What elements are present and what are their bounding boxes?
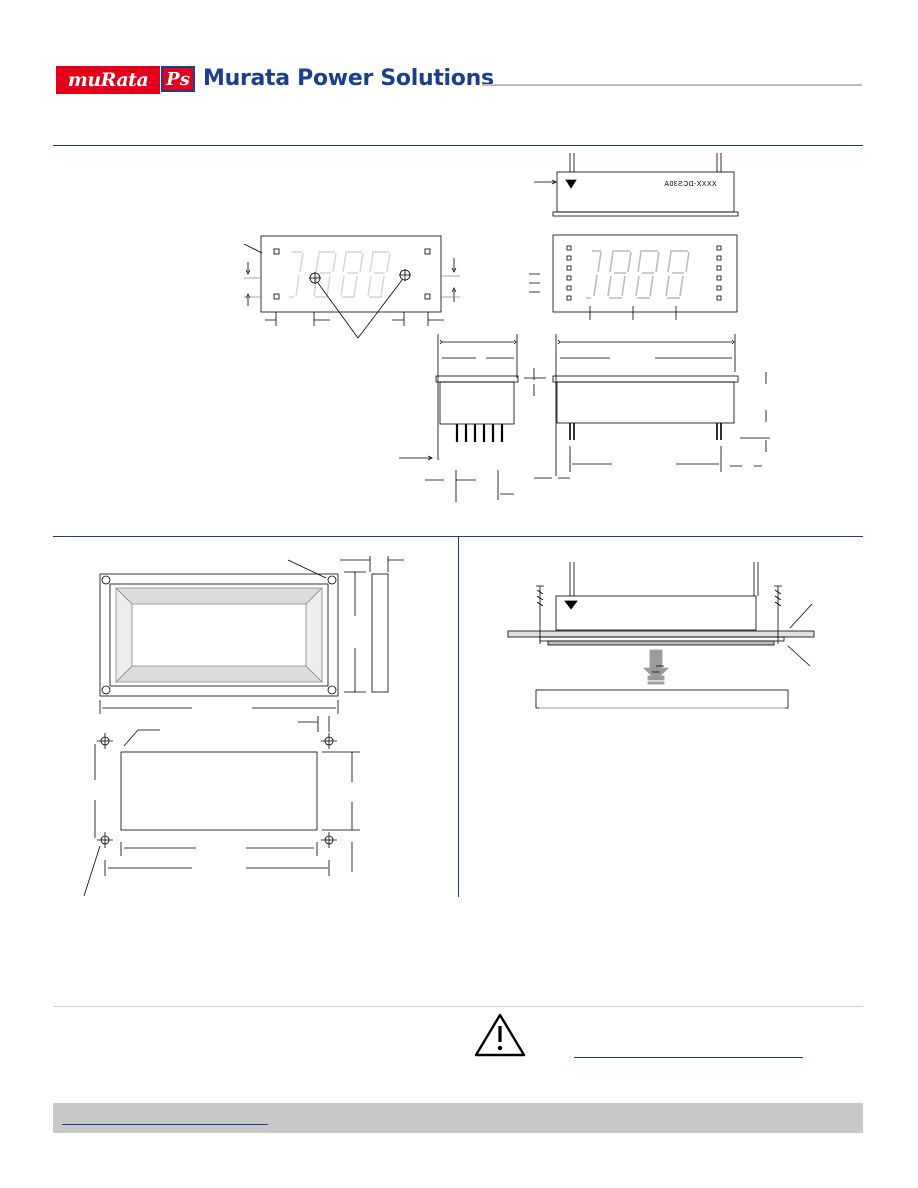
side-view-marking: XXXX-DCS30A	[664, 181, 717, 188]
long-side-view-drawing	[534, 334, 770, 479]
murata-logo-text: muRata	[67, 69, 149, 91]
footer-bar	[53, 1103, 863, 1133]
pin-side-view-drawing	[399, 334, 546, 502]
front-view-right-drawing	[529, 234, 738, 320]
section-rule-top	[53, 145, 863, 146]
panel-cutout-drawing	[83, 716, 360, 897]
brand-title: Murata Power Solutions	[203, 66, 494, 91]
footer-link[interactable]	[62, 1124, 268, 1125]
ps-logo-text: Ps	[166, 68, 190, 90]
warning-link[interactable]	[574, 1057, 803, 1058]
ps-logo: Ps	[161, 66, 195, 92]
side-view-top-drawing	[534, 153, 739, 217]
front-view-drawing	[243, 235, 460, 339]
bezel-drawing	[99, 556, 404, 714]
warning-triangle-icon	[474, 1013, 526, 1057]
header-rule	[482, 84, 862, 86]
murata-logo: muRata	[56, 66, 160, 94]
section-divider-vertical	[458, 537, 459, 897]
section-rule-middle	[53, 536, 863, 537]
mounting-drawing	[507, 562, 815, 709]
section-rule-bottom	[53, 1006, 863, 1007]
